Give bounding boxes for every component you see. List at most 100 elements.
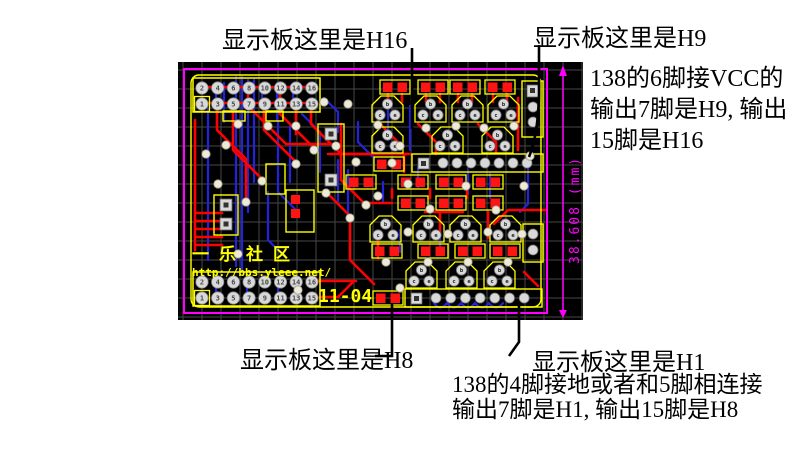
- svg-text:e: e: [393, 113, 397, 119]
- svg-text:c: c: [421, 113, 424, 119]
- svg-text:e: e: [391, 233, 395, 239]
- svg-text:16: 16: [308, 278, 316, 286]
- annotation-bottom-line2: 输出7脚是H1, 输出15脚是H8: [452, 397, 739, 422]
- svg-text:14: 14: [292, 278, 300, 286]
- svg-text:13: 13: [292, 100, 300, 108]
- annotation-bottom-right-label: 显示板这里是H1: [532, 350, 706, 376]
- annotation-right-line1: 138的6脚接VCC的: [590, 66, 784, 92]
- svg-text:c: c: [378, 113, 381, 119]
- svg-text:7: 7: [247, 294, 251, 302]
- svg-text:b: b: [446, 133, 450, 139]
- svg-text:e: e: [471, 233, 475, 239]
- svg-text:11: 11: [276, 294, 284, 302]
- svg-text:10: 10: [261, 278, 269, 286]
- dimension-arrow: [559, 65, 567, 318]
- annotation-bottom-left: 显示板这里是H8: [240, 348, 414, 374]
- svg-text:c: c: [438, 144, 441, 150]
- silkscreen-community-text: 一乐社区: [192, 244, 300, 265]
- svg-text:5: 5: [231, 294, 235, 302]
- annotation-bottom-line1: 138的4脚接地或者和5脚相连接: [452, 372, 763, 397]
- silkscreen-url-text: http://bbs.yleee.net/: [192, 266, 331, 279]
- svg-text:e: e: [509, 113, 513, 119]
- connector-top-right: [411, 153, 544, 173]
- ic-smd: [291, 209, 300, 218]
- ic-pad: [324, 173, 338, 187]
- svg-text:c: c: [378, 144, 381, 150]
- svg-text:c: c: [458, 113, 461, 119]
- svg-text:b: b: [386, 133, 390, 139]
- svg-text:8: 8: [247, 84, 251, 92]
- svg-text:9: 9: [263, 294, 267, 302]
- svg-text:2: 2: [200, 278, 204, 286]
- ic-pad: [219, 198, 233, 212]
- svg-text:b: b: [466, 102, 470, 108]
- annotation-right-line2: 输出7脚是H9, 输出: [590, 97, 788, 123]
- connector-right-edge-2: [522, 223, 544, 263]
- svg-text:14: 14: [292, 84, 300, 92]
- svg-text:c: c: [488, 144, 491, 150]
- svg-text:12: 12: [276, 84, 284, 92]
- silkscreen-date-text: 11-04: [318, 286, 372, 307]
- svg-text:c: c: [494, 113, 497, 119]
- ic-pad: [219, 217, 233, 231]
- svg-text:8: 8: [247, 278, 251, 286]
- ic-smd: [291, 195, 300, 204]
- svg-text:12: 12: [276, 278, 284, 286]
- svg-text:10: 10: [261, 84, 269, 92]
- svg-text:6: 6: [231, 278, 235, 286]
- svg-text:11: 11: [276, 100, 284, 108]
- svg-text:e: e: [467, 279, 471, 285]
- svg-text:16: 16: [308, 84, 316, 92]
- svg-text:3: 3: [216, 294, 220, 302]
- svg-text:b: b: [498, 268, 502, 274]
- svg-text:b: b: [429, 102, 433, 108]
- svg-text:e: e: [436, 113, 440, 119]
- svg-text:13: 13: [292, 294, 300, 302]
- svg-text:e: e: [427, 279, 431, 285]
- board-border: [183, 68, 548, 314]
- annotation-bottom-right-block: 138的4脚接地或者和5脚相连接 输出7脚是H1, 输出15脚是H8: [452, 372, 763, 422]
- svg-text:b: b: [420, 268, 424, 274]
- svg-text:b: b: [460, 268, 464, 274]
- svg-text:c: c: [490, 279, 493, 285]
- svg-text:5: 5: [231, 100, 235, 108]
- svg-text:c: c: [376, 233, 379, 239]
- svg-text:b: b: [502, 102, 506, 108]
- svg-text:c: c: [452, 279, 455, 285]
- svg-text:b: b: [386, 102, 390, 108]
- dimension-label: 38.608 (mm): [568, 156, 583, 264]
- svg-text:e: e: [393, 144, 397, 150]
- svg-text:4: 4: [216, 84, 220, 92]
- svg-text:c: c: [496, 233, 499, 239]
- svg-text:c: c: [419, 233, 422, 239]
- svg-text:b: b: [384, 222, 388, 228]
- vias: [201, 97, 535, 295]
- svg-text:e: e: [505, 279, 509, 285]
- svg-text:b: b: [496, 133, 500, 139]
- svg-text:6: 6: [231, 84, 235, 92]
- svg-text:1: 1: [200, 100, 204, 108]
- svg-text:e: e: [453, 144, 457, 150]
- svg-text:9: 9: [263, 100, 267, 108]
- svg-text:4: 4: [216, 278, 220, 286]
- annotation-top-left: 显示板这里是H16: [222, 28, 408, 54]
- svg-text:e: e: [434, 233, 438, 239]
- svg-text:c: c: [412, 279, 415, 285]
- svg-text:3: 3: [216, 100, 220, 108]
- ic-pad: [324, 127, 338, 141]
- svg-text:b: b: [464, 222, 468, 228]
- svg-text:15: 15: [308, 294, 316, 302]
- smd-resistors: [345, 79, 521, 306]
- svg-text:c: c: [456, 233, 459, 239]
- svg-text:1: 1: [200, 294, 204, 302]
- connector-bottom: [404, 288, 543, 308]
- svg-text:b: b: [427, 222, 431, 228]
- svg-text:b: b: [504, 222, 508, 228]
- silkscreen-outlines: [190, 74, 542, 308]
- svg-text:7: 7: [247, 100, 251, 108]
